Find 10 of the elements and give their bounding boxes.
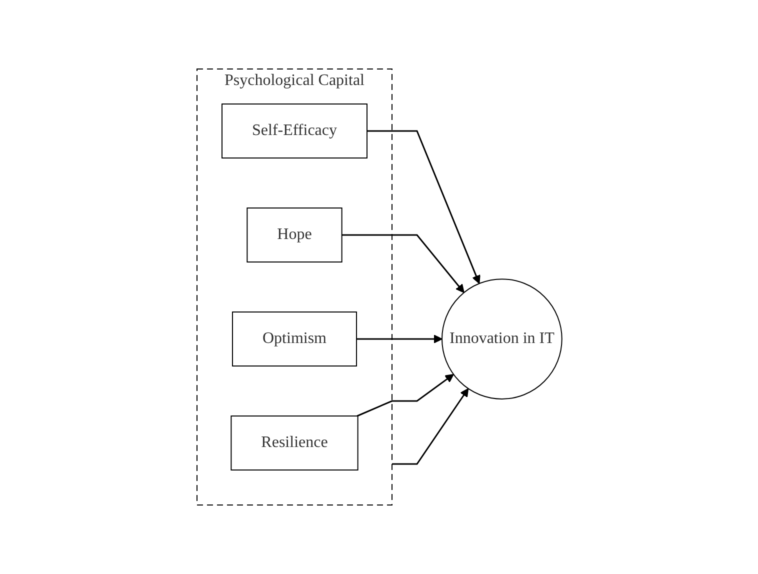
- arrow: [356, 374, 454, 417]
- arrow: [392, 388, 468, 465]
- node-circle: Innovation in IT: [441, 278, 562, 400]
- arrow: [341, 234, 464, 293]
- node-box: Hope: [246, 208, 342, 262]
- node-box: Resilience: [230, 416, 358, 470]
- arrow: [366, 130, 480, 284]
- arrow: [356, 334, 442, 344]
- node-box: Self-Efficacy: [221, 104, 368, 158]
- node-box: Optimism: [232, 312, 357, 366]
